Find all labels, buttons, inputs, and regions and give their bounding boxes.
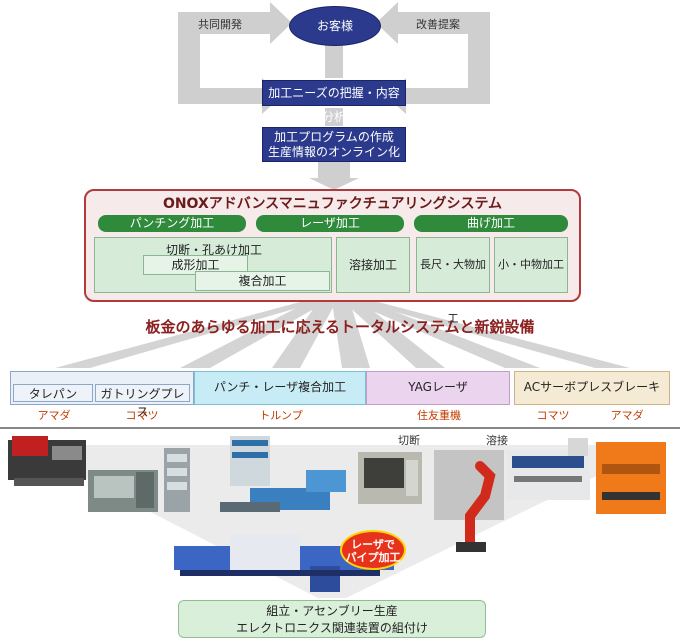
program-creation-line2: 生産情報のオンライン化	[267, 145, 400, 159]
left-cycle-arrow	[178, 2, 292, 90]
yag-band: YAGレーザ	[366, 371, 510, 405]
maker-amada-1: アマダ	[37, 409, 71, 422]
cut-photo-label: 切断	[398, 434, 420, 447]
fan-rays	[55, 302, 630, 368]
joint-development-label: 共同開発	[198, 18, 242, 31]
maker-komatsu-2: コマツ	[536, 409, 570, 422]
assembly-box: 組立・アセンブリー生産 エレクトロニクス関連装置の組付け	[178, 600, 486, 638]
punch-laser-band: パンチ・レーザ複合加工	[194, 371, 366, 405]
improvement-proposal-label: 改善提案	[416, 18, 460, 31]
tagline: 板金のあらゆる加工に応えるトータルシステムと新鋭設備	[145, 318, 535, 336]
punch-laser-machine	[220, 436, 346, 512]
needs-analysis-box: 加工ニーズの把握・内容分析	[262, 80, 406, 124]
welding-robot	[434, 450, 504, 552]
program-creation-line1: 加工プログラムの作成	[274, 130, 394, 144]
cut-hole-label: 切断・孔あけ加工	[165, 243, 262, 257]
small-medium-box: 小・中物加工	[494, 237, 568, 293]
assembly-line1: 組立・アセンブリー生産	[266, 604, 398, 618]
badge-line1: レーザで	[351, 538, 395, 551]
right-cycle-arrow	[376, 2, 490, 90]
badge-line2: パイプ加工	[345, 551, 401, 564]
forming-box: 成形加工	[143, 255, 248, 275]
category-bending: 曲げ加工	[414, 215, 568, 232]
right-cycle-arrow-bottom	[386, 78, 490, 114]
turret-label: タレパン	[13, 384, 93, 402]
welding-box: 溶接加工	[336, 237, 410, 293]
gatling-press-machine	[88, 470, 158, 512]
press-brake-amada	[596, 442, 666, 514]
ac-servo-press-brake-komatsu	[506, 438, 590, 500]
maker-sumitomo: 住友重機	[417, 409, 461, 422]
turret-punch-machine	[8, 436, 86, 486]
yag-cutting-machine	[358, 452, 422, 504]
left-cycle-arrow-bottom	[178, 78, 282, 114]
long-large-box: 長尺・大物加工	[416, 237, 490, 325]
system-title: ONOXアドバンスマニュファクチュアリングシステム	[162, 196, 503, 212]
customer-node: お客様	[289, 6, 381, 46]
ac-press-band: ACサーボプレスブレーキ	[514, 371, 670, 405]
maker-amada-2: アマダ	[610, 409, 644, 422]
assembly-line2: エレクトロニクス関連装置の組付け	[236, 621, 428, 635]
laser-pipe-machine	[174, 534, 394, 592]
weld-photo-label: 溶接	[486, 434, 508, 447]
category-laser: レーザ加工	[256, 215, 404, 232]
laser-pipe-badge: レーザで パイプ加工	[340, 530, 406, 570]
maker-komatsu-1: コマツ	[125, 409, 159, 422]
storage-rack	[164, 448, 190, 512]
combined-box: 複合加工	[195, 271, 330, 291]
program-creation-box: 加工プログラムの作成 生産情報のオンライン化	[262, 127, 406, 162]
gatling-label: ガトリングプレス	[95, 384, 190, 419]
category-punching: パンチング加工	[98, 215, 246, 232]
maker-trumpf: トルンプ	[259, 409, 303, 422]
